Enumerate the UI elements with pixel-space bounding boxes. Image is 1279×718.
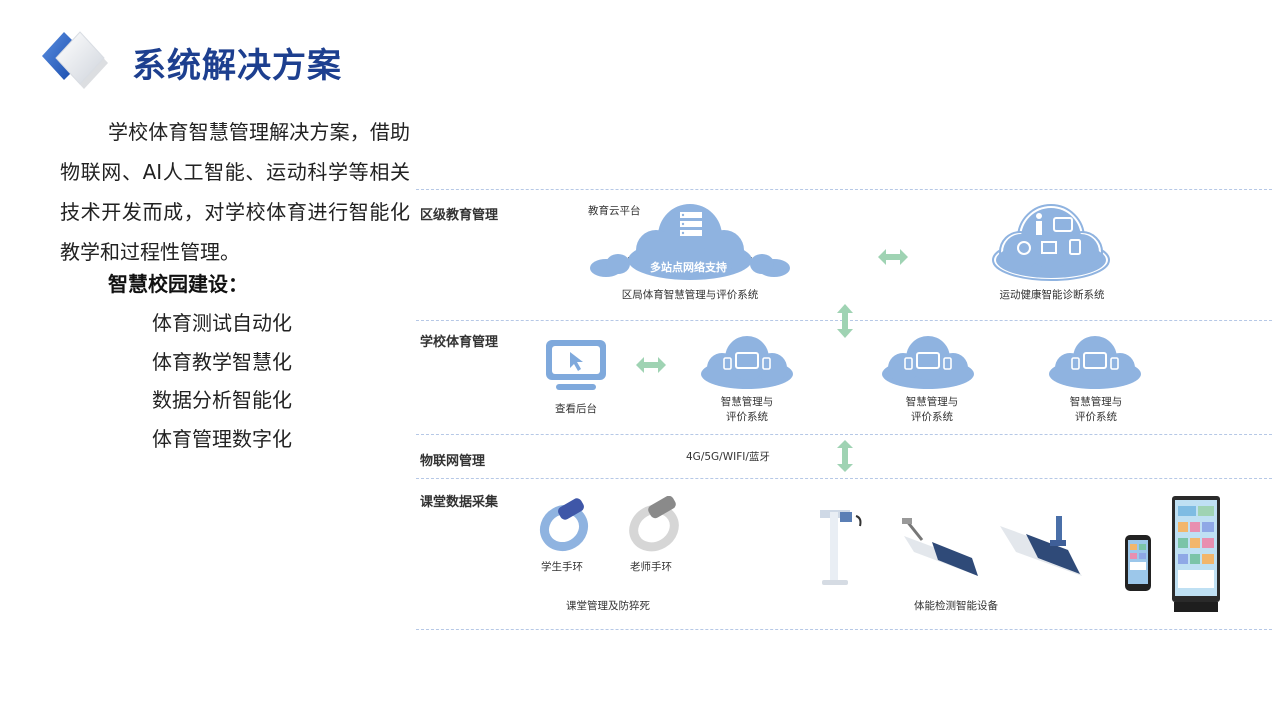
student-wristband-icon	[539, 498, 589, 552]
cloud-platform-label: 教育云平台	[588, 205, 641, 217]
height-weight-scale-icon	[820, 510, 862, 585]
page-title: 系统解决方案	[132, 46, 342, 86]
kiosk-screen-icon	[1172, 496, 1220, 612]
school-system-label: 智慧管理与 评价系统	[1069, 396, 1123, 423]
class-management-label: 课堂管理及防猝死	[566, 600, 650, 612]
double-arrow-horizontal-icon	[636, 357, 666, 373]
district-system-label: 区局体育智慧管理与评价系统	[621, 289, 759, 301]
logo-diamond-icon	[42, 31, 108, 89]
architecture-diagram: 区级教育管理 学校体育管理 物联网管理 课堂数据采集 教育云平台 多站点网络支持…	[416, 186, 1272, 636]
network-support-label: 多站点网络支持	[650, 261, 727, 274]
teacher-wristband-icon	[629, 496, 679, 552]
backend-label: 查看后台	[555, 403, 597, 415]
row-label-classroom: 课堂数据采集	[420, 495, 499, 510]
teacher-band-label: 老师手环	[630, 561, 672, 573]
feature-item: 体育测试自动化	[152, 311, 292, 335]
server-cloud-icon	[590, 204, 790, 280]
sit-and-reach-device-icon	[902, 518, 978, 576]
separator-line	[416, 629, 1272, 630]
separator-line	[416, 478, 1272, 479]
intro-paragraph: 学校体育智慧管理解决方案，借助物联网、AI人工智能、运动科学等相关技术开发而成，…	[60, 120, 410, 264]
separator-line	[416, 434, 1272, 435]
diagnosis-system-label: 运动健康智能诊断系统	[999, 289, 1105, 301]
feature-item: 体育教学智慧化	[152, 349, 292, 374]
device-cloud-icon	[1049, 336, 1141, 389]
health-diagnosis-cloud-icon	[992, 204, 1110, 281]
double-arrow-horizontal-icon	[878, 249, 908, 265]
connectivity-label: 4G/5G/WIFI/蓝牙	[686, 451, 770, 463]
feature-item: 数据分析智能化	[152, 388, 292, 412]
row-label-iot: 物联网管理	[420, 454, 486, 469]
device-cloud-icon	[882, 336, 974, 389]
feature-list: 体育测试自动化 体育教学智慧化 数据分析智能化 体育管理数字化	[152, 304, 292, 458]
device-cloud-icon	[701, 336, 793, 389]
feature-item: 体育管理数字化	[152, 426, 292, 451]
section-subtitle: 智慧校园建设：	[108, 272, 248, 296]
double-arrow-vertical-icon	[837, 440, 853, 472]
monitor-cursor-icon	[546, 340, 606, 390]
row-label-school: 学校体育管理	[420, 335, 499, 350]
school-system-label: 智慧管理与 评价系统	[720, 396, 774, 423]
school-system-label: 智慧管理与 评价系统	[905, 396, 959, 423]
fitness-devices-label: 体能检测智能设备	[914, 600, 998, 612]
fitness-test-mat-icon	[1000, 516, 1082, 576]
row-label-district: 区级教育管理	[420, 208, 499, 223]
separator-line	[416, 189, 1272, 190]
double-arrow-vertical-icon	[837, 304, 853, 338]
mobile-phone-icon	[1125, 535, 1151, 591]
student-band-label: 学生手环	[541, 561, 583, 573]
